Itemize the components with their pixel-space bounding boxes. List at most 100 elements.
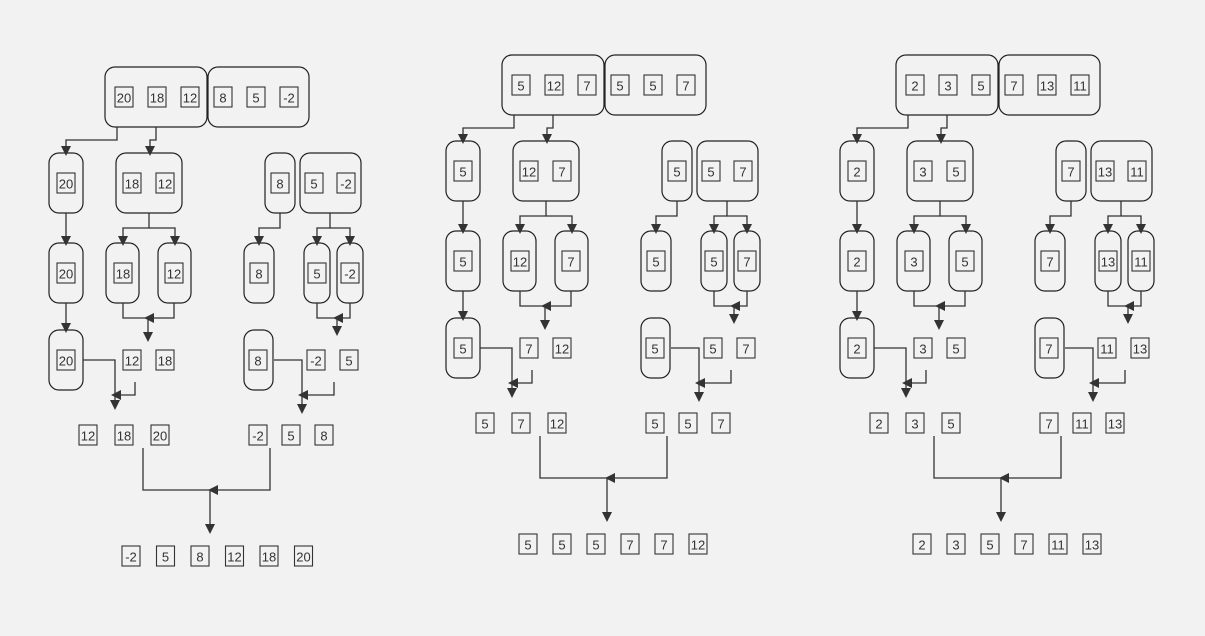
merge-arrow [730, 291, 748, 311]
l2-d-cell [1040, 250, 1060, 272]
merge-arrow [111, 382, 136, 400]
l2-f-value: -2 [344, 267, 356, 282]
split-arrow [118, 213, 150, 246]
result-value: 8 [196, 550, 203, 565]
merge-right-cell [248, 424, 268, 446]
l2-f-value: 7 [743, 255, 750, 270]
merge-right-value: 5 [651, 417, 658, 432]
split-arrow [1103, 201, 1122, 234]
result-value: 7 [1020, 538, 1027, 553]
split-arrow [546, 215, 577, 234]
result-cell [518, 533, 538, 555]
merge-right-value: 5 [684, 417, 691, 432]
l2-d-cell [646, 250, 666, 272]
result-value: 12 [227, 550, 241, 565]
merge-right-cell [645, 412, 665, 434]
merge-right-cell [678, 412, 698, 434]
l3-d-value: 5 [709, 342, 716, 357]
l3-a-cell [453, 337, 473, 359]
l3-c-cell [248, 349, 268, 371]
split-arrow [312, 213, 331, 246]
l1-b-cell [155, 172, 175, 194]
split-arrow [330, 227, 355, 246]
result-cell [620, 533, 640, 555]
l3-d-value: 5 [345, 354, 352, 369]
split-arrow [145, 127, 157, 156]
merge-left-cell [150, 424, 170, 446]
l2-d-cell [249, 262, 269, 284]
result-cell [552, 533, 572, 555]
root-right-value: 13 [1040, 79, 1054, 94]
root-right-value: 8 [219, 91, 226, 106]
merge-arrow [695, 370, 732, 388]
result-value: 5 [558, 538, 565, 553]
l3-b-value: 7 [525, 342, 532, 357]
l1-b-value: 12 [522, 165, 536, 180]
l1-d-cell [336, 172, 356, 194]
l2-d-value: 8 [255, 267, 262, 282]
result-value: 18 [262, 550, 276, 565]
l1-b-value: 18 [125, 177, 139, 192]
split-arrow [542, 115, 554, 144]
merge-arrow [902, 370, 927, 388]
l2-a-value: 5 [459, 255, 466, 270]
l1-a-cell [847, 160, 867, 182]
root-right-cell [1070, 74, 1090, 96]
l2-c-value: 5 [961, 255, 968, 270]
merge-arrow [1089, 370, 1126, 388]
result-cell [190, 545, 210, 567]
split-arrow [940, 215, 971, 234]
l2-e-cell [704, 250, 724, 272]
l1-a-cell [56, 172, 76, 194]
merge-arrow [83, 359, 120, 410]
merge-arrow [508, 370, 533, 388]
l3-c-cell [1039, 337, 1059, 359]
l1-d-value: 5 [310, 177, 317, 192]
l3-d-value: -2 [310, 354, 322, 369]
l1-d-value: -2 [340, 177, 352, 192]
split-arrow [709, 201, 728, 234]
l3-d-value: 13 [1133, 342, 1147, 357]
merge-arrow [935, 291, 966, 311]
l1-b-value: 3 [919, 165, 926, 180]
merge-left-cell [941, 412, 961, 434]
merge-arrow [208, 448, 271, 495]
merge-arrow [874, 347, 911, 398]
l2-d-value: 7 [1046, 255, 1053, 270]
l2-a-cell [453, 250, 473, 272]
root-left-value: 7 [583, 79, 590, 94]
l3-d-cell [306, 349, 326, 371]
merge-left-cell [905, 412, 925, 434]
merge-arrow [541, 291, 572, 311]
merge-right-value: 11 [1075, 417, 1089, 432]
l3-c-value: 7 [1045, 342, 1052, 357]
l2-e-cell [1098, 250, 1118, 272]
l3-d-value: 11 [1100, 342, 1114, 357]
result-cell [1082, 533, 1102, 555]
root-left-cell [511, 74, 531, 96]
result-cell [946, 533, 966, 555]
result-value: 12 [691, 538, 705, 553]
merge-right-value: 13 [1108, 417, 1122, 432]
l3-b-cell [913, 337, 933, 359]
root-left-cell [905, 74, 925, 96]
split-arrow [727, 215, 752, 234]
root-left-value: 12 [547, 79, 561, 94]
merge-arrow [142, 448, 215, 534]
root-right-cell [246, 86, 266, 108]
root-left-value: 3 [944, 79, 951, 94]
merge-arrow [274, 359, 307, 414]
merge-arrow [122, 303, 153, 342]
merge-arrow [333, 303, 351, 323]
l1-c-value: 7 [1067, 165, 1074, 180]
l2-c-value: 12 [167, 267, 181, 282]
root-right-value: -2 [283, 91, 295, 106]
split-arrow [651, 201, 678, 234]
result-cell [654, 533, 674, 555]
l3-b-value: 18 [158, 354, 172, 369]
split-arrow [936, 115, 948, 144]
result-cell [1048, 533, 1068, 555]
